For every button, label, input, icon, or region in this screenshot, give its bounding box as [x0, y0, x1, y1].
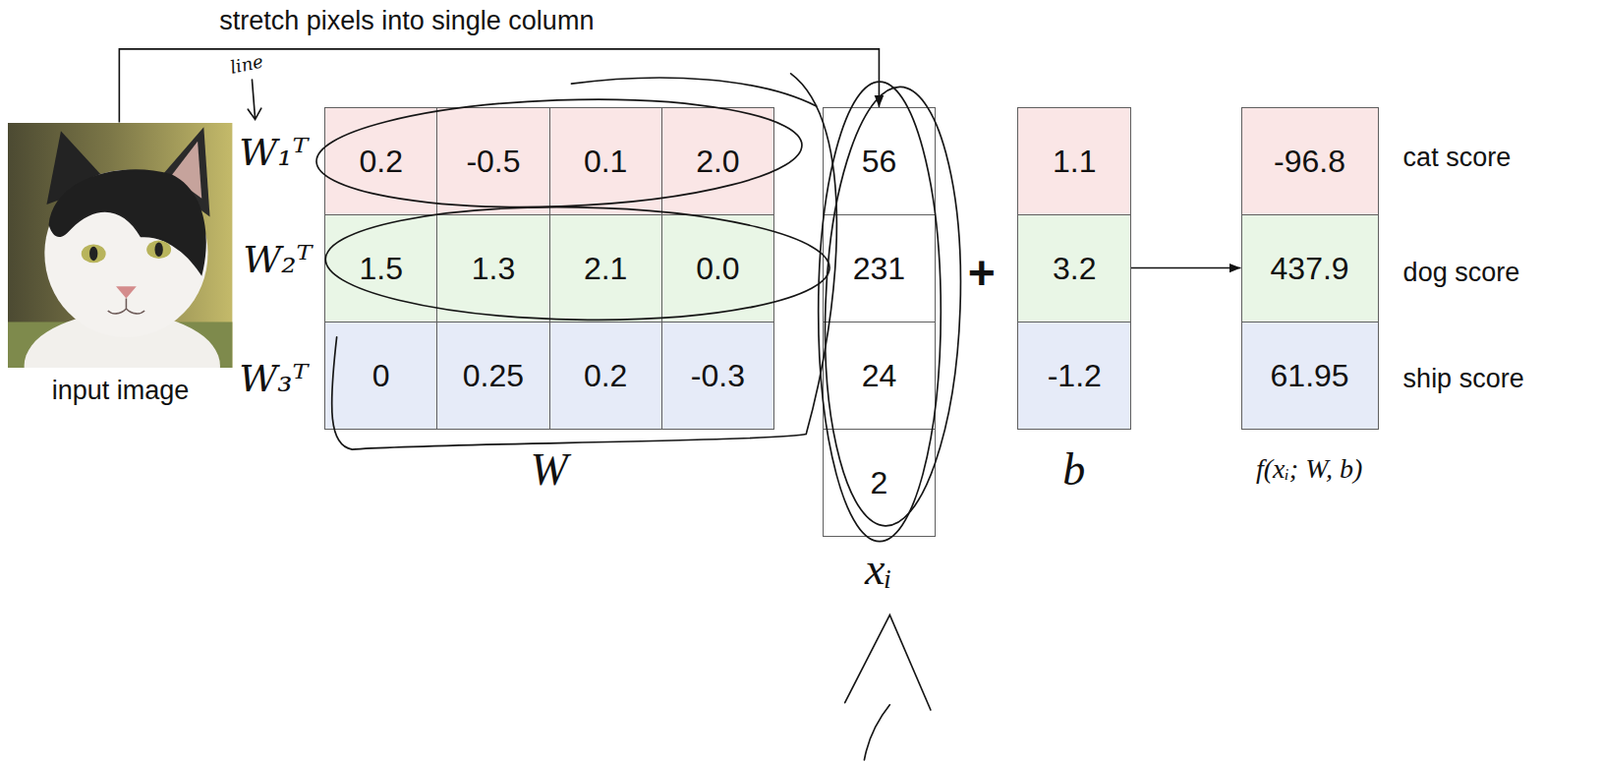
matrix-cell: 2.1	[549, 214, 663, 323]
arrow-label: stretch pixels into single column	[219, 5, 594, 37]
cell-value: 56	[861, 143, 898, 180]
plus-sign: +	[968, 246, 996, 301]
cell-value: 0.0	[695, 250, 740, 287]
handwritten-note: line	[228, 52, 266, 79]
matrix-cell: 2	[822, 428, 936, 537]
weight-matrix: W0.2-0.50.12.01.51.32.10.000.250.2-0.3	[324, 107, 774, 429]
matrix-cell: 24	[822, 321, 936, 430]
cell-value: 0	[372, 357, 391, 395]
matrix-cell: 0	[324, 321, 438, 430]
cat-pupil	[89, 245, 98, 261]
cell-value: 1.3	[471, 250, 515, 287]
matrix-cell: 61.95	[1241, 321, 1379, 430]
cell-value: -1.2	[1047, 357, 1102, 395]
matrix-cell: 0.25	[436, 321, 550, 430]
matrix-cell: 1.1	[1017, 107, 1132, 216]
matrix-cell: 437.9	[1241, 214, 1379, 323]
cat-eye	[146, 239, 172, 259]
column-ellipse	[817, 84, 969, 528]
class-name: dog score	[1403, 258, 1521, 289]
image-caption: input image	[52, 377, 190, 404]
matrix-cell: 0.2	[324, 107, 438, 216]
matrix-cell: 56	[822, 107, 936, 216]
cell-value: 1.1	[1052, 143, 1096, 180]
cell-value: 2.0	[695, 143, 740, 180]
matrix-cell: 1.3	[436, 214, 550, 323]
matrix-cell: 231	[822, 214, 936, 323]
handwritten-row-name: W₂ᵀ	[242, 238, 312, 283]
cat-head	[45, 169, 209, 337]
cell-value: 231	[853, 250, 906, 287]
vector-label: b	[1062, 447, 1086, 493]
matrix-cell: -96.8	[1241, 107, 1379, 216]
cat-eye	[81, 243, 107, 263]
bias-vector: b1.13.2-1.2	[1017, 107, 1131, 429]
cell-value: 0.2	[583, 357, 628, 395]
cell-value: 0.2	[359, 143, 403, 180]
cell-value: 3.2	[1052, 250, 1096, 287]
cell-value: 61.95	[1270, 357, 1350, 395]
cat-photo	[7, 122, 232, 368]
pixel-vector: xᵢ56231242	[822, 107, 935, 536]
flow-arrow	[1130, 267, 1241, 270]
class-name: cat score	[1403, 142, 1512, 173]
matrix-cell: 2.0	[661, 107, 775, 216]
cell-value: 0.25	[462, 357, 524, 395]
photo-background	[7, 122, 232, 368]
matrix-cell: 0.1	[549, 107, 663, 216]
cell-value: -0.5	[465, 143, 520, 180]
input-image: input image	[7, 122, 232, 368]
score-vector: f(xᵢ; W, b)-96.8437.961.95	[1241, 107, 1378, 429]
cat-nose	[115, 285, 137, 298]
cat-black-patch	[49, 169, 207, 277]
cell-value: 437.9	[1270, 250, 1350, 287]
handwritten-row-name: W₁ᵀ	[238, 131, 308, 175]
vector-label: xᵢ	[864, 546, 893, 592]
pointer-arrow	[845, 614, 931, 710]
row-ellipse	[324, 202, 831, 324]
column-ellipse	[818, 81, 942, 541]
handwritten-row-name: W₃ᵀ	[238, 357, 308, 401]
row-ellipse	[314, 91, 804, 215]
cell-value: 2	[870, 464, 889, 502]
cell-value: -0.3	[690, 357, 745, 395]
function-label: f(xᵢ; W, b)	[1256, 455, 1363, 483]
note-arrow	[247, 79, 261, 120]
matrix-loop	[332, 73, 838, 450]
cell-value: 2.1	[583, 250, 628, 287]
matrix-cell: -0.5	[436, 107, 550, 216]
cell-value: -96.8	[1273, 143, 1346, 180]
matrix-cell: 1.5	[324, 214, 438, 323]
matrix-cell: -1.2	[1017, 321, 1132, 430]
matrix-label: W	[529, 447, 568, 493]
class-name: ship score	[1403, 364, 1525, 396]
pointer-arrow	[863, 704, 890, 760]
cell-value: 0.1	[583, 143, 628, 180]
matrix-stroke	[571, 77, 816, 107]
cell-value: 1.5	[359, 250, 403, 287]
cell-value: 24	[861, 357, 898, 395]
matrix-cell: -0.3	[661, 321, 775, 430]
matrix-cell: 3.2	[1017, 214, 1132, 323]
cat-mouth	[108, 297, 145, 313]
cat-pupil	[155, 241, 164, 257]
matrix-cell: 0.2	[549, 321, 663, 430]
matrix-cell: 0.0	[661, 214, 775, 323]
